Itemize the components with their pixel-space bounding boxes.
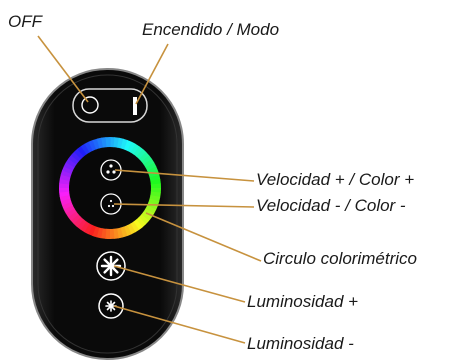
- color-wheel-segment[interactable]: [67, 211, 79, 221]
- sun-large-icon: [100, 255, 122, 277]
- color-wheel-segment[interactable]: [130, 221, 140, 233]
- color-wheel-segment[interactable]: [136, 148, 147, 160]
- color-wheel-segment[interactable]: [59, 191, 70, 197]
- callout-brightness-up: [113, 265, 246, 303]
- label-off: OFF: [8, 12, 42, 31]
- color-wheel-segment[interactable]: [133, 146, 144, 157]
- brightness-down-button[interactable]: [98, 293, 124, 319]
- callout-brightness-down: [113, 305, 246, 344]
- color-wheel[interactable]: [59, 137, 161, 239]
- color-wheel-segment[interactable]: [150, 183, 161, 189]
- callout-speed-down: [113, 203, 255, 208]
- color-wheel-segment[interactable]: [138, 214, 150, 225]
- color-wheel-segment[interactable]: [70, 213, 82, 225]
- color-wheel-segment[interactable]: [77, 145, 87, 157]
- color-wheel-segment[interactable]: [65, 208, 77, 218]
- color-wheel-segment[interactable]: [68, 154, 79, 165]
- color-wheel-segment[interactable]: [117, 137, 124, 149]
- color-wheel-segment[interactable]: [65, 158, 77, 168]
- color-wheel-segment[interactable]: [59, 187, 70, 193]
- color-wheel-segment[interactable]: [83, 223, 93, 235]
- color-wheel-segment[interactable]: [59, 174, 71, 181]
- label-speed-up: Velocidad + / Color +: [256, 170, 415, 189]
- color-wheel-segment[interactable]: [145, 162, 157, 172]
- color-wheel-segment[interactable]: [126, 223, 136, 235]
- color-wheel-segment[interactable]: [130, 143, 140, 155]
- color-wheel-segment[interactable]: [63, 204, 75, 214]
- color-wheel-segment[interactable]: [143, 158, 155, 168]
- color-wheel-segment[interactable]: [73, 148, 85, 160]
- callout-power-mode: [135, 43, 169, 105]
- color-wheel-segment[interactable]: [73, 216, 84, 228]
- color-wheel-segment[interactable]: [149, 195, 161, 202]
- color-wheel-segment[interactable]: [61, 201, 73, 210]
- callout-lines: [37, 35, 262, 344]
- color-wheel-segment[interactable]: [62, 165, 74, 174]
- color-wheel-segment[interactable]: [127, 141, 137, 153]
- label-brightness-down: Luminosidad -: [247, 334, 354, 353]
- color-wheel-segment[interactable]: [141, 211, 152, 222]
- color-wheel-segment[interactable]: [80, 143, 90, 155]
- color-wheel-segment[interactable]: [88, 139, 97, 151]
- color-wheel-segment[interactable]: [113, 228, 119, 239]
- remote-inner-bevel: [37, 74, 178, 354]
- color-wheel-segment[interactable]: [123, 225, 132, 237]
- color-wheel-segment[interactable]: [133, 219, 143, 231]
- color-wheel-segment[interactable]: [124, 140, 133, 152]
- color-wheel-segment[interactable]: [101, 137, 107, 148]
- color-wheel-segment[interactable]: [70, 151, 82, 162]
- color-wheel-segment[interactable]: [141, 155, 153, 165]
- label-speed-down: Velocidad - / Color -: [256, 196, 406, 215]
- power-mode-button[interactable]: [133, 97, 137, 115]
- color-wheel-segment[interactable]: [63, 161, 75, 171]
- brightness-up-button[interactable]: [96, 251, 126, 281]
- label-brightness-up: Luminosidad +: [247, 292, 359, 311]
- color-wheel-segment[interactable]: [150, 179, 161, 185]
- color-wheel-segment[interactable]: [105, 137, 111, 148]
- label-power-mode: Encendido / Modo: [142, 20, 280, 39]
- color-wheel-segment[interactable]: [109, 228, 115, 239]
- color-wheel-center: [70, 148, 150, 228]
- color-wheel-segment[interactable]: [91, 226, 100, 238]
- color-wheel-segment[interactable]: [96, 227, 103, 239]
- color-wheel-segment[interactable]: [76, 219, 87, 230]
- off-button[interactable]: [81, 96, 99, 114]
- callout-color-wheel: [145, 212, 262, 262]
- color-wheel-segment[interactable]: [145, 205, 157, 215]
- color-wheel-segment[interactable]: [87, 224, 96, 236]
- color-wheel-segment[interactable]: [84, 141, 94, 153]
- color-wheel-segment[interactable]: [120, 138, 129, 150]
- color-wheel-segment[interactable]: [60, 169, 72, 178]
- color-wheel-segment[interactable]: [80, 221, 90, 233]
- power-panel: [72, 88, 148, 123]
- callout-off: [37, 35, 89, 103]
- label-color-wheel: Circulo colorimétrico: [263, 249, 417, 268]
- callout-speed-up: [114, 169, 255, 182]
- color-wheel-segment[interactable]: [138, 151, 150, 163]
- color-wheel-segment[interactable]: [135, 216, 147, 228]
